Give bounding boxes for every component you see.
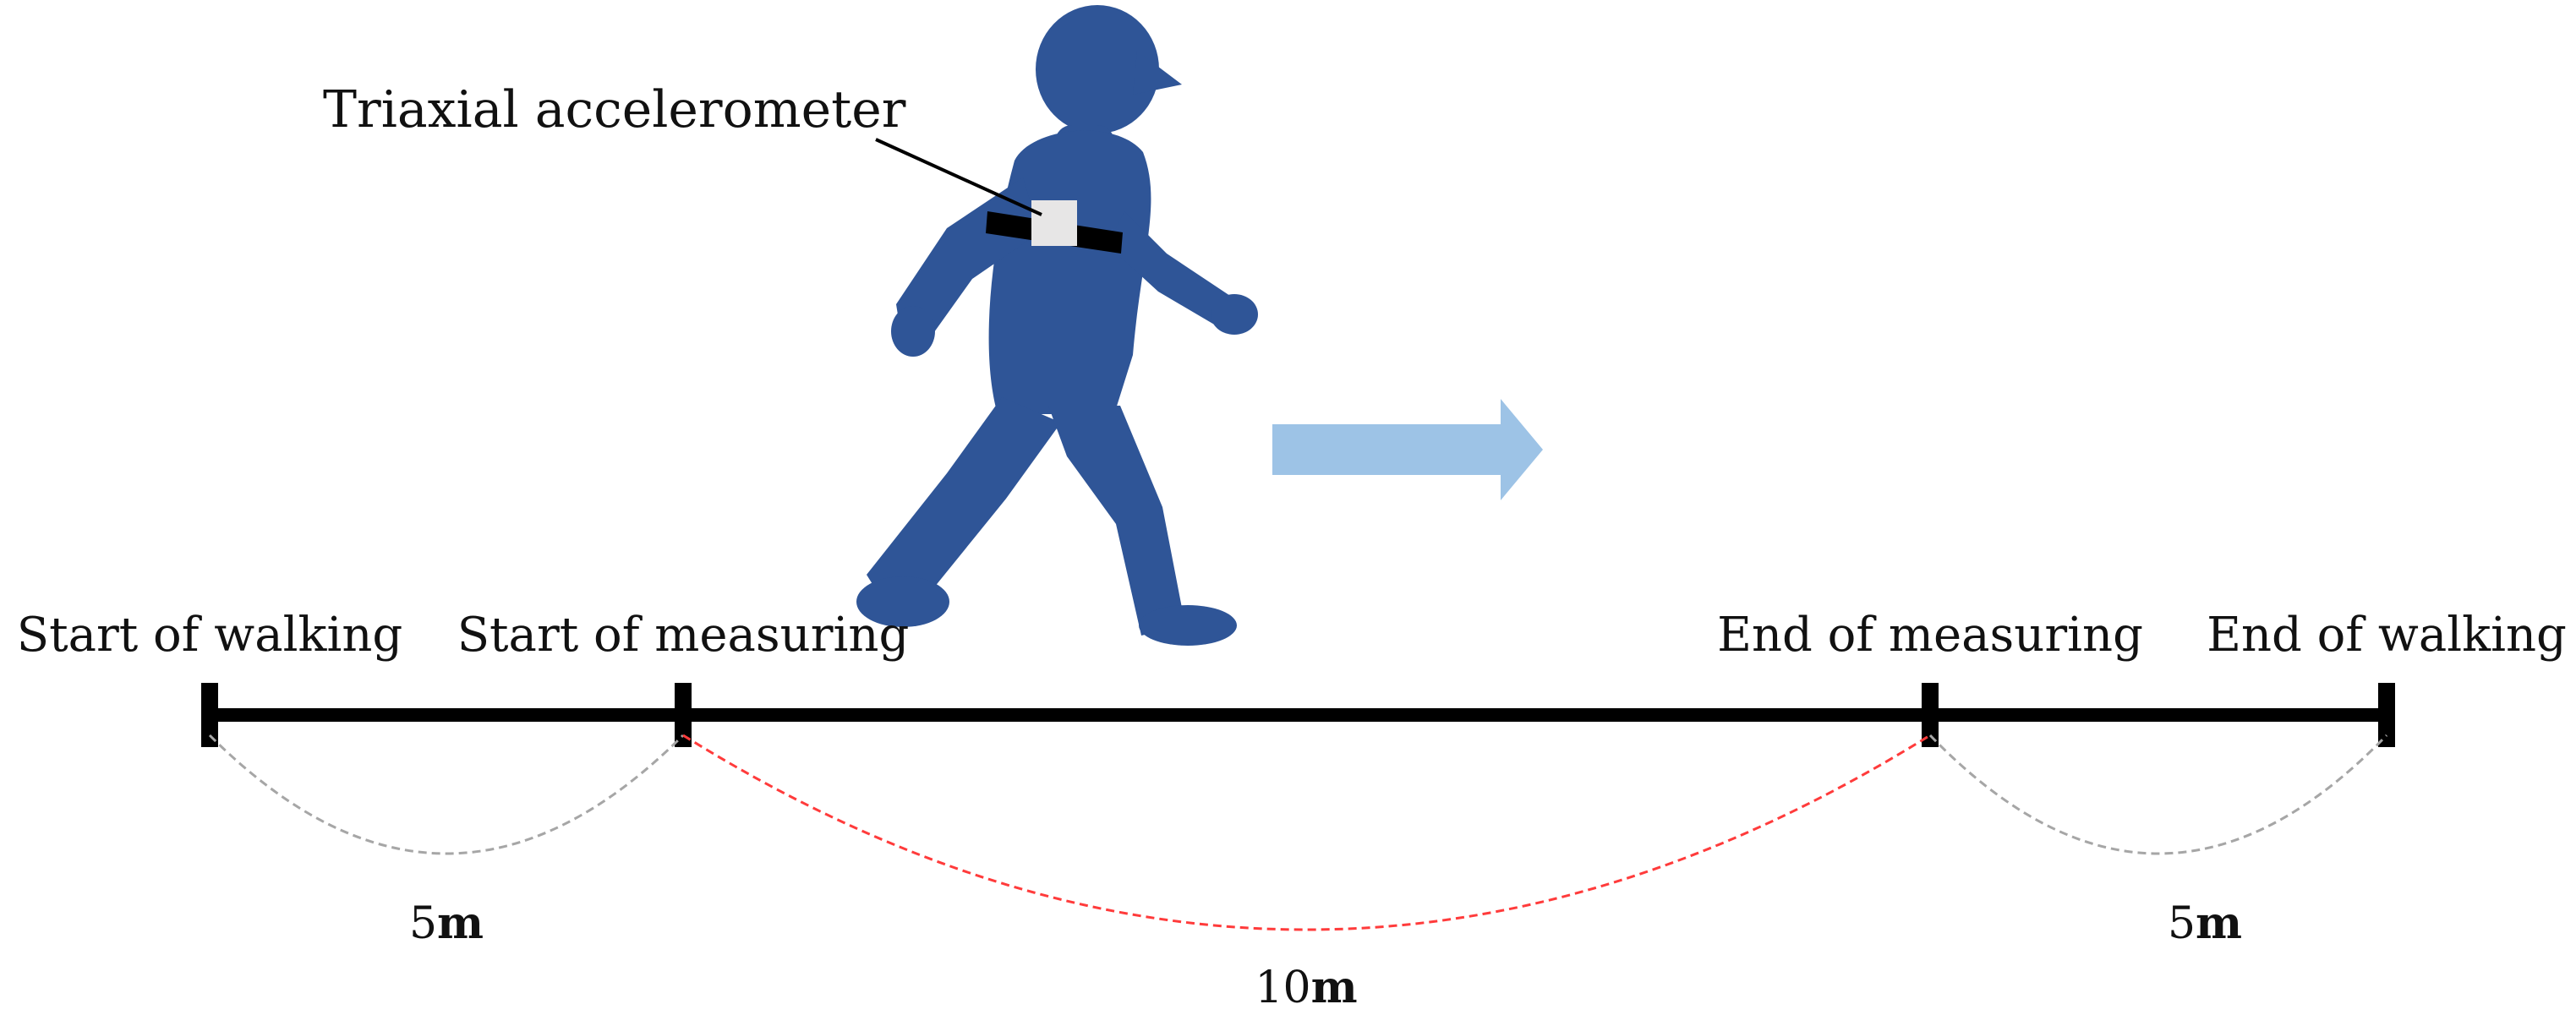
tick-end-walking [2378,683,2395,747]
direction-arrow-icon [1272,399,1543,500]
tick-start-walking [201,683,218,747]
arc-last-5m [1928,734,2388,855]
distance-label-measured: 10m [1255,962,1357,1013]
label-start-of-walking: Start of walking [17,608,403,663]
distance-label-first: 5m [409,898,484,949]
sensor-label: Triaxial accelerometer [323,80,906,139]
arc-10m [682,734,1931,931]
accelerometer-sensor [1031,200,1077,246]
label-start-of-measuring: Start of measuring [457,608,910,663]
tick-start-measuring [675,683,692,747]
arc-first-5m [208,734,685,855]
sensor-leader-line [875,138,1042,216]
distance-label-last: 5m [2168,898,2242,949]
walking-person-icon [856,5,1258,646]
label-end-of-measuring: End of measuring [1717,608,2143,663]
label-end-of-walking: End of walking [2207,608,2567,663]
tick-end-measuring [1922,683,1939,747]
